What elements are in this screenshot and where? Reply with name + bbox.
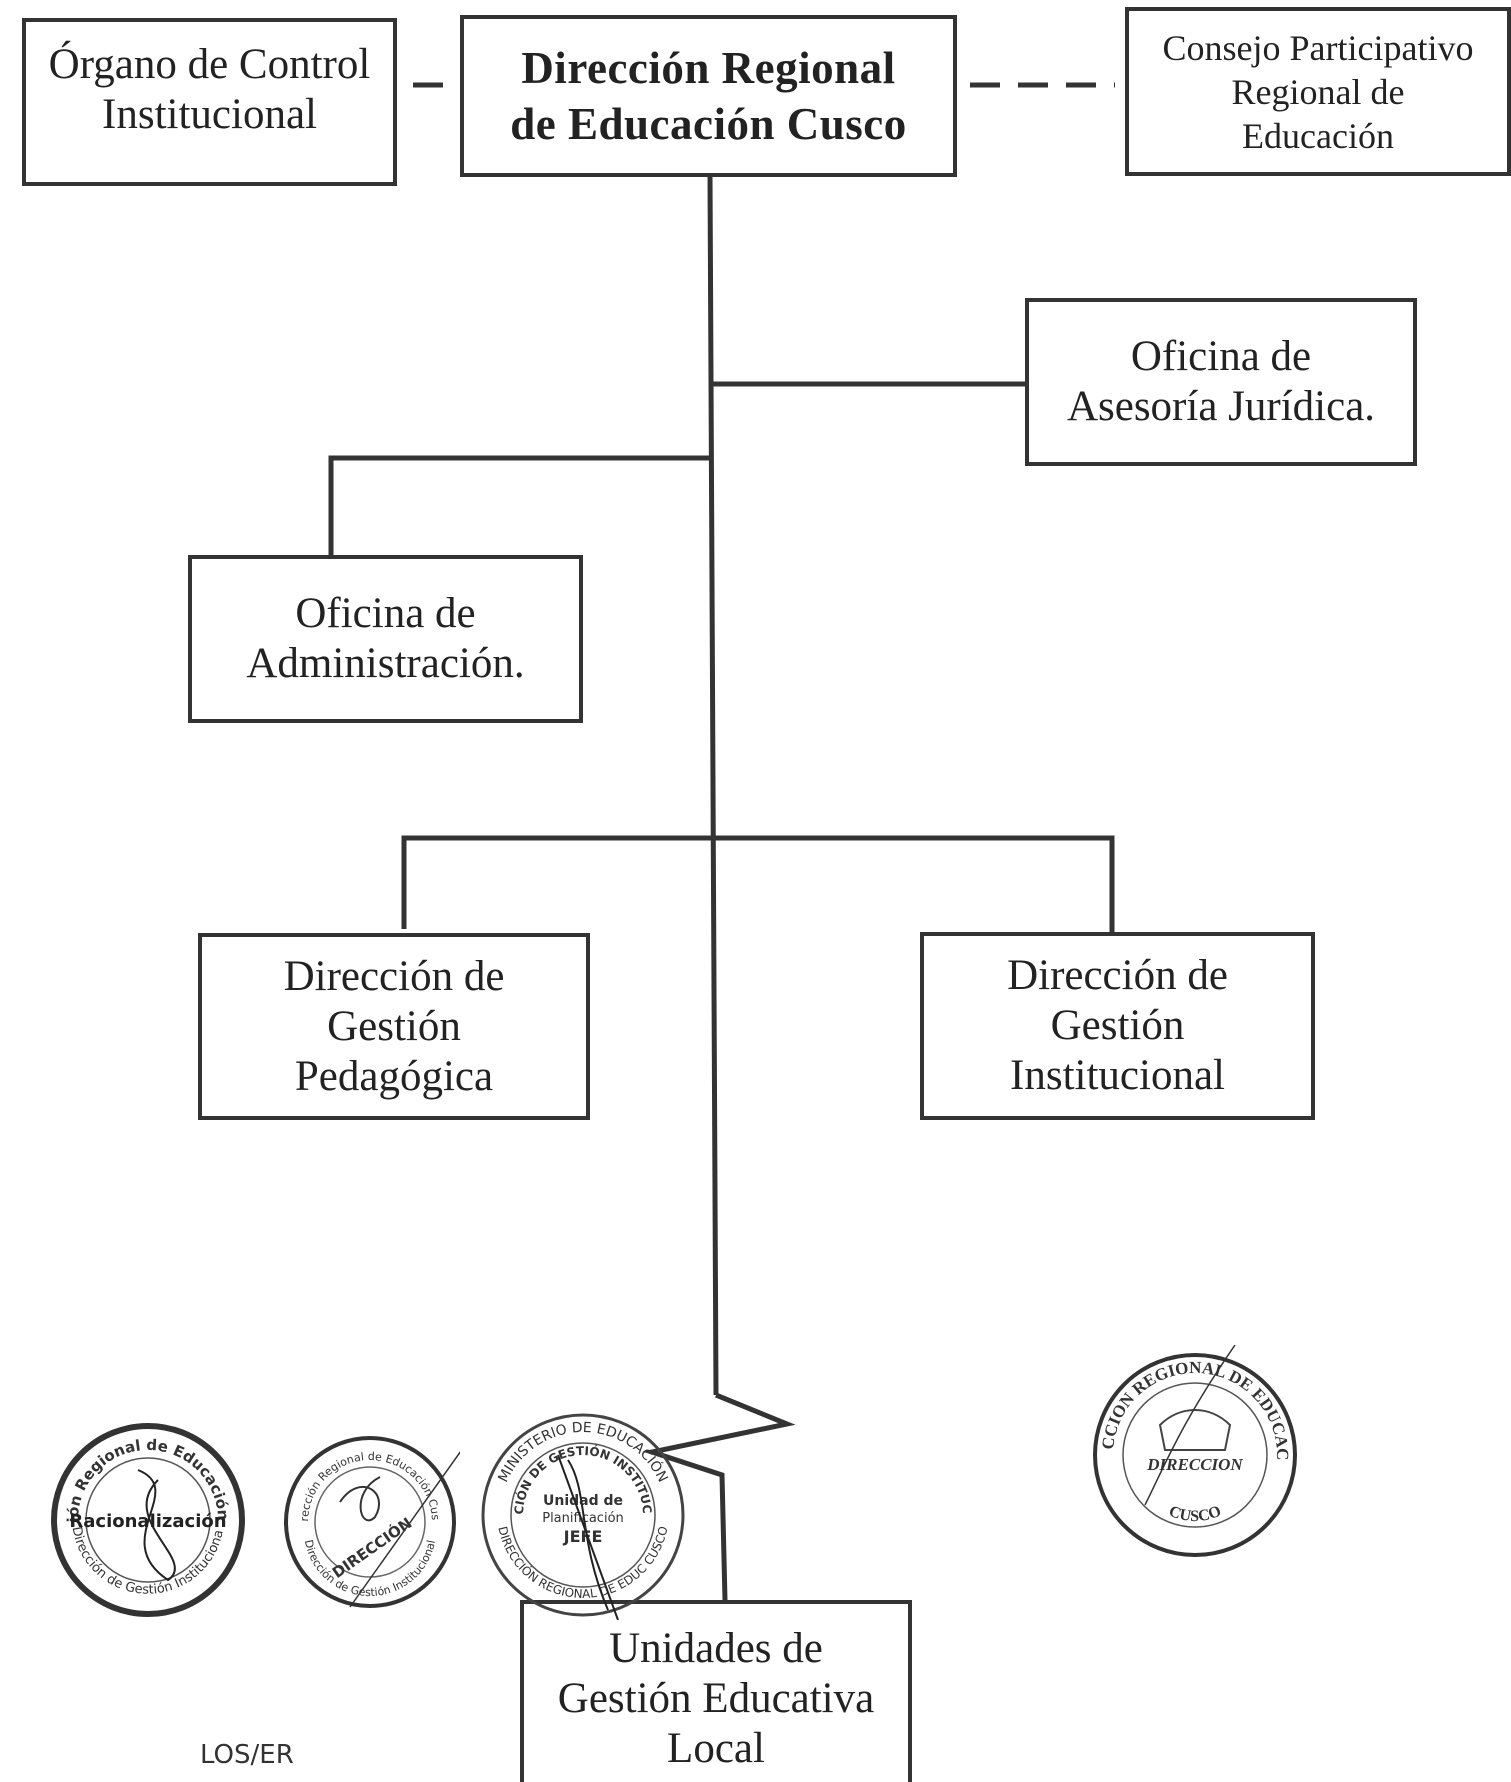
- seal3-center-line3: JEFE: [563, 1527, 603, 1546]
- organo-control-line2: Institucional: [102, 91, 317, 138]
- svg-text:DIRECCION REGIONAL DE EDUCACIO: DIRECCION REGIONAL DE EDUCACION: [1085, 1345, 1292, 1460]
- direccion-regional-line1: Dirección Regional: [521, 43, 896, 93]
- organo-control-line1: Órgano de Control: [48, 41, 371, 88]
- direccion-regional-line2: de Educación Cusco: [510, 99, 907, 149]
- seal-direccion-gestion: Dirección Regional de Educación Cusco Di…: [280, 1432, 460, 1608]
- ugel-line3: Local: [667, 1725, 765, 1772]
- ugel-box: Unidades de Gestión Educativa Local: [520, 1600, 912, 1782]
- ugel-line1: Unidades de: [609, 1625, 823, 1672]
- organo-control-box: Órgano de Control Institucional: [22, 18, 397, 186]
- asesoria-line2: Asesoría Jurídica.: [1066, 383, 1376, 430]
- gestion-institucional-line1: Dirección de: [1007, 952, 1228, 999]
- seal3-center-line1: Unidad de: [543, 1493, 623, 1509]
- consejo-participativo-box: Consejo Participativo Regional de Educac…: [1125, 7, 1511, 176]
- administracion-line2: Administración.: [246, 640, 525, 687]
- seal2-center-text: DIRECCIÓN: [328, 1513, 415, 1582]
- seal-ministerio-educacion: MINISTERIO DE EDUCACIÓN DIRECCIÓN DE GES…: [478, 1410, 685, 1620]
- gestion-pedagogica-line2: Gestión: [327, 1002, 461, 1050]
- gestion-institucional-line3: Institucional: [1010, 1052, 1225, 1099]
- administracion-box: Oficina de Administración.: [188, 555, 583, 723]
- connector-direcciones: [401, 835, 1115, 932]
- seal4-center-text: DIRECCION: [1146, 1455, 1243, 1474]
- consejo-line3: Educación: [1242, 115, 1394, 156]
- gestion-institucional-box: Dirección de Gestión Institucional: [920, 932, 1315, 1120]
- connector-break-zigzag: [642, 1392, 796, 1601]
- connector-main-trunk: [707, 175, 719, 1396]
- gestion-institucional-line2: Gestión: [1050, 1002, 1185, 1049]
- administracion-line1: Oficina de: [295, 590, 476, 637]
- asesoria-juridica-box: Oficina de Asesoría Jurídica.: [1025, 298, 1417, 466]
- svg-text:CUSCO: CUSCO: [1166, 1503, 1223, 1525]
- gestion-pedagogica-line1: Dirección de: [283, 952, 505, 1000]
- ugel-line2: Gestión Educativa: [557, 1675, 875, 1722]
- seal-direccion-regional-cusco: DIRECCION REGIONAL DE EDUCACION CUSCO DI…: [1085, 1345, 1297, 1557]
- asesoria-line1: Oficina de: [1130, 333, 1312, 380]
- consejo-line1: Consejo Participativo: [1162, 27, 1474, 68]
- connector-administracion: [328, 455, 712, 556]
- seal-racionalizacion: Dirección Regional de Educación Cusco Di…: [48, 1420, 245, 1617]
- seal3-center-line2: Planificación: [542, 1511, 624, 1526]
- consejo-line2: Regional de: [1231, 71, 1405, 112]
- gestion-pedagogica-box: Dirección de Gestión Pedagógica: [198, 933, 590, 1120]
- gestion-pedagogica-line3: Pedagógica: [294, 1052, 494, 1100]
- seal4-bottom-text: CUSCO: [1166, 1503, 1223, 1525]
- seal4-top-text: DIRECCION REGIONAL DE EDUCACION: [1085, 1345, 1292, 1460]
- direccion-regional-box: Dirección Regional de Educación Cusco: [460, 15, 957, 177]
- footer-code: LOS/ER: [200, 1740, 294, 1770]
